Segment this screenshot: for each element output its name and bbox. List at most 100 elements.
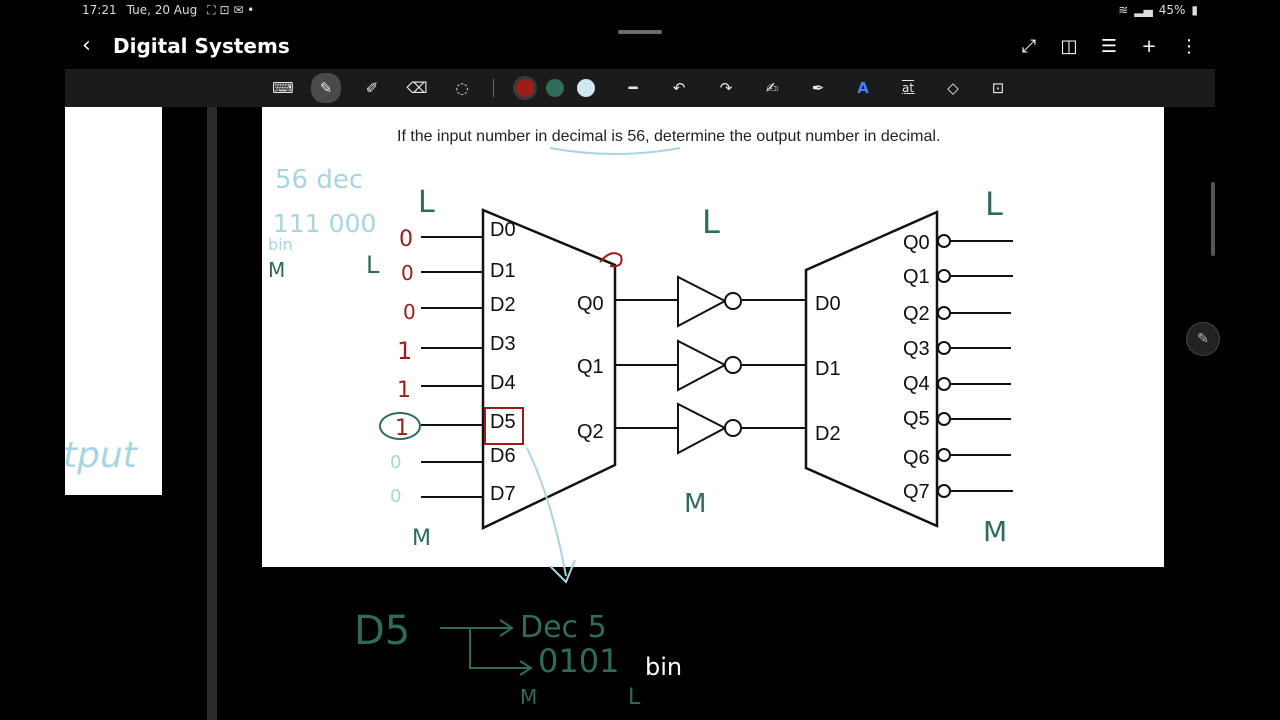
inverter-1 bbox=[677, 339, 728, 392]
hw-bit-7: 0 bbox=[390, 486, 401, 507]
date: Tue, 20 Aug bbox=[126, 3, 198, 17]
drawing-toolbar: ⌨ ✎ ✐ ⌫ ◌ ━ ↶ ↷ ✍ ✒ A a͟t ◇ ⊡ bbox=[65, 69, 1215, 107]
battery-icon: ▮ bbox=[1191, 3, 1198, 17]
encoder-block bbox=[481, 208, 617, 530]
dec-out-label-6: Q6 bbox=[903, 447, 930, 469]
hw-underline bbox=[549, 147, 681, 155]
hw-binary-value: 111 000 bbox=[273, 209, 376, 238]
pen-color-green[interactable] bbox=[546, 79, 564, 97]
fullscreen-icon[interactable]: ⤢ bbox=[1021, 35, 1037, 57]
wifi-icon: ≋ bbox=[1118, 3, 1129, 17]
hw-bit-1: 0 bbox=[401, 261, 414, 285]
undo-icon[interactable]: ↶ bbox=[672, 79, 686, 97]
enc-in-label-3: D3 bbox=[490, 333, 516, 355]
hw-bottom-bits: 0101 bbox=[538, 642, 619, 680]
dec-in-label-2: D2 bbox=[815, 423, 841, 445]
more-options-icon[interactable]: ⋮ bbox=[1180, 35, 1198, 57]
add-icon[interactable]: + bbox=[1141, 35, 1157, 57]
hw-bit-0: 0 bbox=[399, 227, 413, 252]
enc-out-label-1: Q1 bbox=[577, 356, 604, 378]
highlighter-icon[interactable]: ✐ bbox=[365, 79, 379, 97]
title-bar: ‹ Digital Systems ⤢ ◫ ☰ + ⋮ bbox=[0, 30, 1280, 64]
scrollbar-thumb[interactable] bbox=[1211, 182, 1215, 256]
notification-icons: ⛶ ⊡ ✉ • bbox=[207, 3, 255, 17]
page-divider bbox=[207, 107, 217, 720]
hw-bottom-m: M bbox=[520, 685, 537, 709]
hw-l-top-enc: L bbox=[418, 185, 435, 220]
inverter-2 bbox=[677, 402, 728, 455]
enc-out-label-2: Q2 bbox=[577, 421, 604, 443]
signal-icon: ▂▄ bbox=[1134, 3, 1153, 17]
pen-icon[interactable]: ✎ bbox=[311, 73, 341, 103]
enc-in-label-6: D6 bbox=[490, 445, 516, 467]
hw-arrow-line bbox=[526, 447, 567, 577]
inverter-0 bbox=[677, 275, 728, 328]
hw-bottom-bin: bin bbox=[645, 653, 682, 681]
shape-pen-icon[interactable]: ✍ bbox=[765, 79, 779, 97]
book-view-icon[interactable]: ◫ bbox=[1060, 35, 1078, 57]
decoder-outputs bbox=[937, 234, 1013, 498]
clock: 17:21 bbox=[82, 3, 117, 17]
dec-out-label-0: Q0 bbox=[903, 232, 930, 254]
floating-pen-button[interactable]: ✎ bbox=[1186, 322, 1220, 356]
note-title: Digital Systems bbox=[113, 34, 290, 58]
back-button[interactable]: ‹ bbox=[82, 33, 91, 58]
text-pen-icon[interactable]: ✒ bbox=[811, 79, 825, 97]
dec-out-label-2: Q2 bbox=[903, 303, 930, 325]
stroke-width-icon[interactable]: ━ bbox=[628, 79, 638, 97]
enc-in-label-0: D0 bbox=[490, 219, 516, 241]
dec-in-label-0: D0 bbox=[815, 293, 841, 315]
hw-m-left: M bbox=[268, 258, 285, 282]
hw-l-top-mid: L bbox=[702, 203, 720, 241]
encoder-input-lines bbox=[421, 236, 483, 498]
lasso-icon[interactable]: ◌ bbox=[455, 79, 469, 97]
dec-out-label-1: Q1 bbox=[903, 266, 930, 288]
window-handle[interactable] bbox=[618, 30, 662, 34]
previous-page-fragment[interactable]: tput bbox=[65, 107, 162, 495]
title-actions: ⤢ ◫ ☰ + ⋮ bbox=[1018, 33, 1200, 59]
lock-icon[interactable]: ⊡ bbox=[991, 79, 1005, 97]
hw-arrow-head bbox=[549, 559, 576, 584]
hw-bottom-dec5: Dec 5 bbox=[520, 610, 607, 645]
text-style-icon[interactable]: A bbox=[857, 79, 869, 97]
hw-bit-3: 1 bbox=[397, 337, 412, 365]
enc-in-label-4: D4 bbox=[490, 372, 516, 394]
toolbar-divider bbox=[493, 79, 494, 97]
enc-in-label-5: D5 bbox=[490, 411, 516, 433]
question-text: If the input number in decimal is 56, de… bbox=[397, 128, 941, 145]
dec-out-label-3: Q3 bbox=[903, 338, 930, 360]
text-box-icon[interactable]: a͟t bbox=[901, 81, 915, 95]
keyboard-icon[interactable]: ⌨ bbox=[272, 79, 294, 97]
page-list-icon[interactable]: ☰ bbox=[1100, 35, 1118, 57]
inverter-wires bbox=[615, 299, 806, 429]
enc-in-label-1: D1 bbox=[490, 260, 516, 282]
eraser-icon[interactable]: ⌫ bbox=[406, 79, 428, 97]
pen-color-red[interactable] bbox=[516, 79, 534, 97]
output-handwriting: tput bbox=[65, 435, 137, 476]
dec-in-label-1: D1 bbox=[815, 358, 841, 380]
note-page[interactable] bbox=[262, 107, 1164, 567]
hw-box-d5 bbox=[484, 407, 524, 445]
battery-level: 45% bbox=[1158, 3, 1186, 17]
redo-icon[interactable]: ↷ bbox=[719, 79, 733, 97]
hw-bin-label: bin bbox=[268, 235, 293, 254]
pen-color-light-blue[interactable] bbox=[577, 79, 595, 97]
hw-bit-6: 0 bbox=[390, 452, 401, 473]
hw-bottom-arrows bbox=[440, 619, 533, 676]
dec-out-label-7: Q7 bbox=[903, 481, 930, 503]
shapes-icon[interactable]: ◇ bbox=[947, 79, 959, 97]
hw-bit-2: 0 bbox=[403, 300, 416, 324]
hw-m-bottom-mid: M bbox=[684, 489, 706, 519]
hw-bit-5: 1 bbox=[395, 416, 409, 441]
hw-red-mark bbox=[599, 252, 623, 268]
hw-bottom-l: L bbox=[628, 685, 641, 710]
hw-m-bottom-enc: M bbox=[412, 526, 431, 551]
hw-m-bottom-right: M bbox=[983, 515, 1007, 548]
enc-out-label-0: Q0 bbox=[577, 293, 604, 315]
status-bar: 17:21 Tue, 20 Aug ⛶ ⊡ ✉ • ≋ ▂▄ 45% ▮ bbox=[0, 0, 1280, 22]
enc-in-label-7: D7 bbox=[490, 483, 516, 505]
hw-bottom-d5: D5 bbox=[354, 608, 410, 654]
hw-bit-4: 1 bbox=[397, 378, 411, 403]
inverter-bubble-2 bbox=[724, 419, 742, 437]
